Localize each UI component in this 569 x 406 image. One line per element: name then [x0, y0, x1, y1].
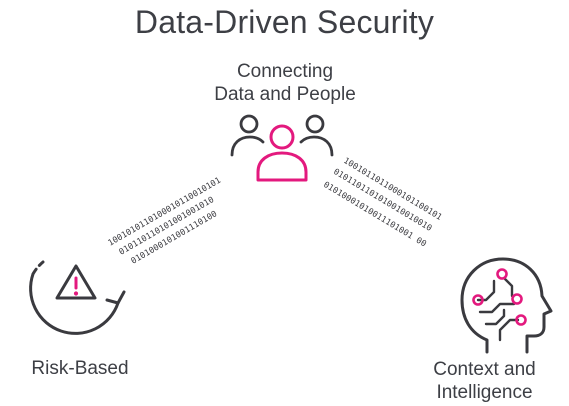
binary-stream-right: 1001011011000101100101 01011011010100100… [322, 155, 444, 248]
right-node-label: Context and Intelligence [400, 358, 569, 404]
ai-head-icon [460, 257, 553, 354]
diagram-title: Data-Driven Security [134, 4, 435, 40]
top-node-label: Connecting Data and People [170, 60, 400, 106]
left-node-label: Risk-Based [31, 358, 129, 379]
warning-cycle-icon [29, 260, 126, 335]
people-group-icon [230, 114, 334, 182]
top-node-label-text: Connecting Data and People [214, 61, 356, 105]
binary-stream-left: 1001010110100010110010101 01011011010100… [106, 175, 222, 266]
right-node-label-text: Context and Intelligence [433, 359, 536, 403]
